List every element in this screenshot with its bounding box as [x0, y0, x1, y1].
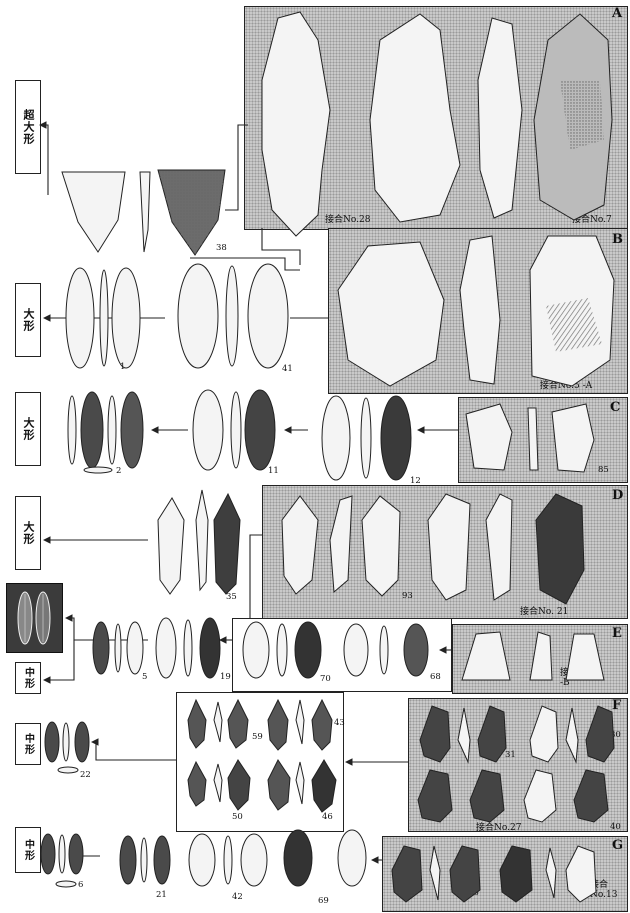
tools-large-1: [66, 264, 288, 368]
specimen-12: 12: [410, 476, 421, 486]
specimen-11: 11: [268, 466, 279, 476]
specimen-35: 35: [226, 592, 237, 602]
specimen-41: 41: [282, 364, 293, 374]
specimen-70: 70: [320, 674, 331, 684]
tools-super-large: [62, 170, 225, 255]
panel-g-tools: [392, 846, 596, 902]
specimen-5: 5: [142, 672, 147, 682]
specimen-19: 19: [220, 672, 231, 682]
specimen-22: 22: [80, 770, 91, 780]
specimen-6: 6: [78, 880, 83, 890]
specimen-46: 46: [322, 812, 333, 822]
specimen-21: 21: [156, 890, 167, 900]
tools-large-2: [68, 390, 594, 480]
panel-a-cores: [262, 12, 612, 236]
specimen-42: 42: [232, 892, 243, 902]
tools-group-box: [188, 700, 336, 812]
specimen-59: 59: [252, 732, 263, 742]
tools-medium-3: [41, 830, 366, 887]
specimen-1: 1: [120, 362, 125, 372]
specimen-68: 68: [430, 672, 441, 682]
tools-row-5: [93, 618, 604, 680]
specimen-50: 50: [232, 812, 243, 822]
specimen-43: 43: [334, 718, 345, 728]
tools-medium-2: [45, 722, 89, 773]
panel-f-tools: [418, 706, 614, 822]
specimen-38: 38: [216, 243, 227, 253]
tools-large-3: [158, 490, 584, 604]
specimen-2: 2: [116, 466, 121, 476]
panel-b-cores: [338, 236, 614, 386]
specimen-69: 69: [318, 896, 329, 906]
